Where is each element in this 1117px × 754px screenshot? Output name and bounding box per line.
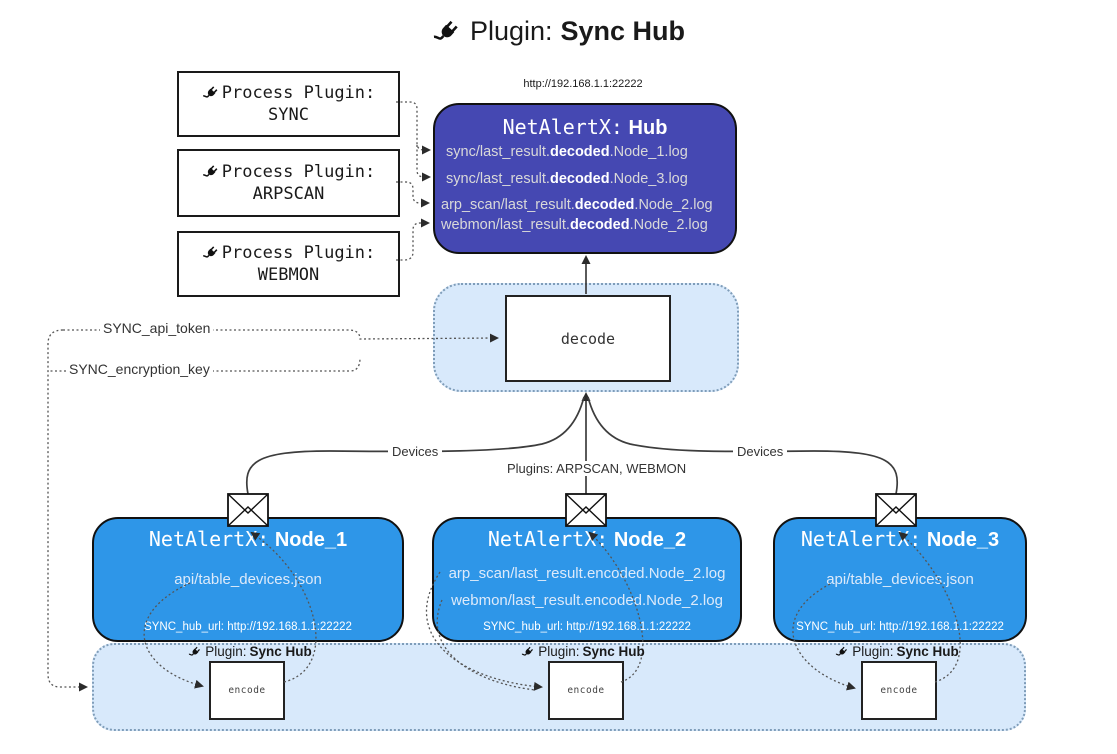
encode-box: encode (209, 661, 285, 720)
process-plugin-name: ARPSCAN (252, 184, 325, 204)
hub-name: Hub (628, 117, 668, 139)
hub-log-line: sync/last_result.decoded.Node_3.log (446, 171, 688, 187)
sync-encryption-key-label: SYNC_encryption_key (66, 361, 213, 377)
edge-arpscan-to-log3 (396, 181, 430, 208)
edge-label-plugins: Plugins: ARPSCAN, WEBMON (503, 461, 691, 476)
envelope-icon (875, 493, 917, 527)
node-hub-url: SYNC_hub_url: http://192.168.1.1:22222 (144, 621, 352, 633)
node-name: Node_3 (926, 529, 1000, 551)
page-title: Plugin: Sync Hub (0, 16, 1117, 47)
node-file: api/table_devices.json (174, 571, 322, 588)
hub-log-line: sync/last_result.decoded.Node_1.log (446, 144, 688, 160)
encode-box: encode (548, 661, 624, 720)
node-file: api/table_devices.json (826, 571, 974, 588)
encoder-plugin-prefix: Plugin: (205, 644, 247, 659)
plug-icon (433, 20, 458, 40)
encode-box: encode (861, 661, 937, 720)
encoder-plugin-label: Plugin: Sync Hub (498, 644, 668, 659)
edge-webmon-to-log4 (396, 218, 430, 261)
process-plugin-box-arpscan: Process Plugin: ARPSCAN (177, 149, 400, 217)
node-name: Node_1 (274, 529, 348, 551)
process-plugin-box-webmon: Process Plugin: WEBMON (177, 231, 400, 297)
encoder-plugin-name: Sync Hub (249, 644, 312, 659)
title-prefix: Plugin: (469, 16, 553, 46)
edge-sync-to-log1 (396, 101, 431, 155)
edge-keys-to-band (47, 329, 88, 692)
node-hub-url: SYNC_hub_url: http://192.168.1.1:22222 (796, 621, 1004, 633)
envelope-icon (565, 493, 607, 527)
node-file: arp_scan/last_result.encoded.Node_2.log (448, 565, 726, 582)
hub-url: http://192.168.1.1:22222 (523, 78, 643, 90)
node-name-prefix: NetAlertX: (800, 527, 922, 551)
node-box-node3: NetAlertX: Node_3 api/table_devices.json… (773, 517, 1027, 642)
encoder-plugin-name: Sync Hub (582, 644, 645, 659)
process-plugin-name: SYNC (268, 105, 309, 125)
node-hub-url: SYNC_hub_url: http://192.168.1.1:22222 (483, 621, 691, 633)
node-box-node2: NetAlertX: Node_2 arp_scan/last_result.e… (432, 517, 742, 642)
process-plugin-label: Process Plugin: (221, 243, 376, 263)
title-bold: Sync Hub (560, 16, 686, 46)
plug-icon (189, 646, 201, 656)
encoder-plugin-label: Plugin: Sync Hub (812, 644, 982, 659)
edge-sync-to-log2 (416, 145, 431, 182)
plug-icon (202, 86, 218, 98)
sync-api-token-label: SYNC_api_token (100, 320, 214, 336)
encoder-plugin-label: Plugin: Sync Hub (160, 644, 340, 659)
encoder-plugin-prefix: Plugin: (538, 644, 580, 659)
plug-icon (202, 165, 218, 177)
node-name-prefix: NetAlertX: (148, 527, 270, 551)
process-plugin-label: Process Plugin: (221, 162, 376, 182)
node-box-node1: NetAlertX: Node_1 api/table_devices.json… (92, 517, 404, 642)
hub-box: NetAlertX: Hub sync/last_result.decoded.… (433, 103, 737, 254)
node-name: Node_2 (613, 529, 687, 551)
process-plugin-box-sync: Process Plugin: SYNC (177, 71, 400, 137)
hub-log-line: webmon/last_result.decoded.Node_2.log (441, 217, 708, 233)
plug-icon (836, 646, 848, 656)
edge-label-devices-left: Devices (388, 444, 443, 459)
decode-box: decode (505, 295, 671, 382)
node-file: webmon/last_result.encoded.Node_2.log (451, 592, 723, 609)
node-name-prefix: NetAlertX: (487, 527, 609, 551)
hub-name-prefix: NetAlertX: (502, 115, 623, 139)
plug-icon (202, 246, 218, 258)
process-plugin-name: WEBMON (257, 265, 320, 285)
hub-log-line: arp_scan/last_result.decoded.Node_2.log (441, 197, 713, 213)
encoder-plugin-prefix: Plugin: (852, 644, 894, 659)
plug-icon (522, 646, 534, 656)
process-plugin-label: Process Plugin: (221, 83, 376, 103)
encoder-plugin-name: Sync Hub (896, 644, 959, 659)
envelope-icon (227, 493, 269, 527)
edge-label-devices-right: Devices (733, 444, 788, 459)
